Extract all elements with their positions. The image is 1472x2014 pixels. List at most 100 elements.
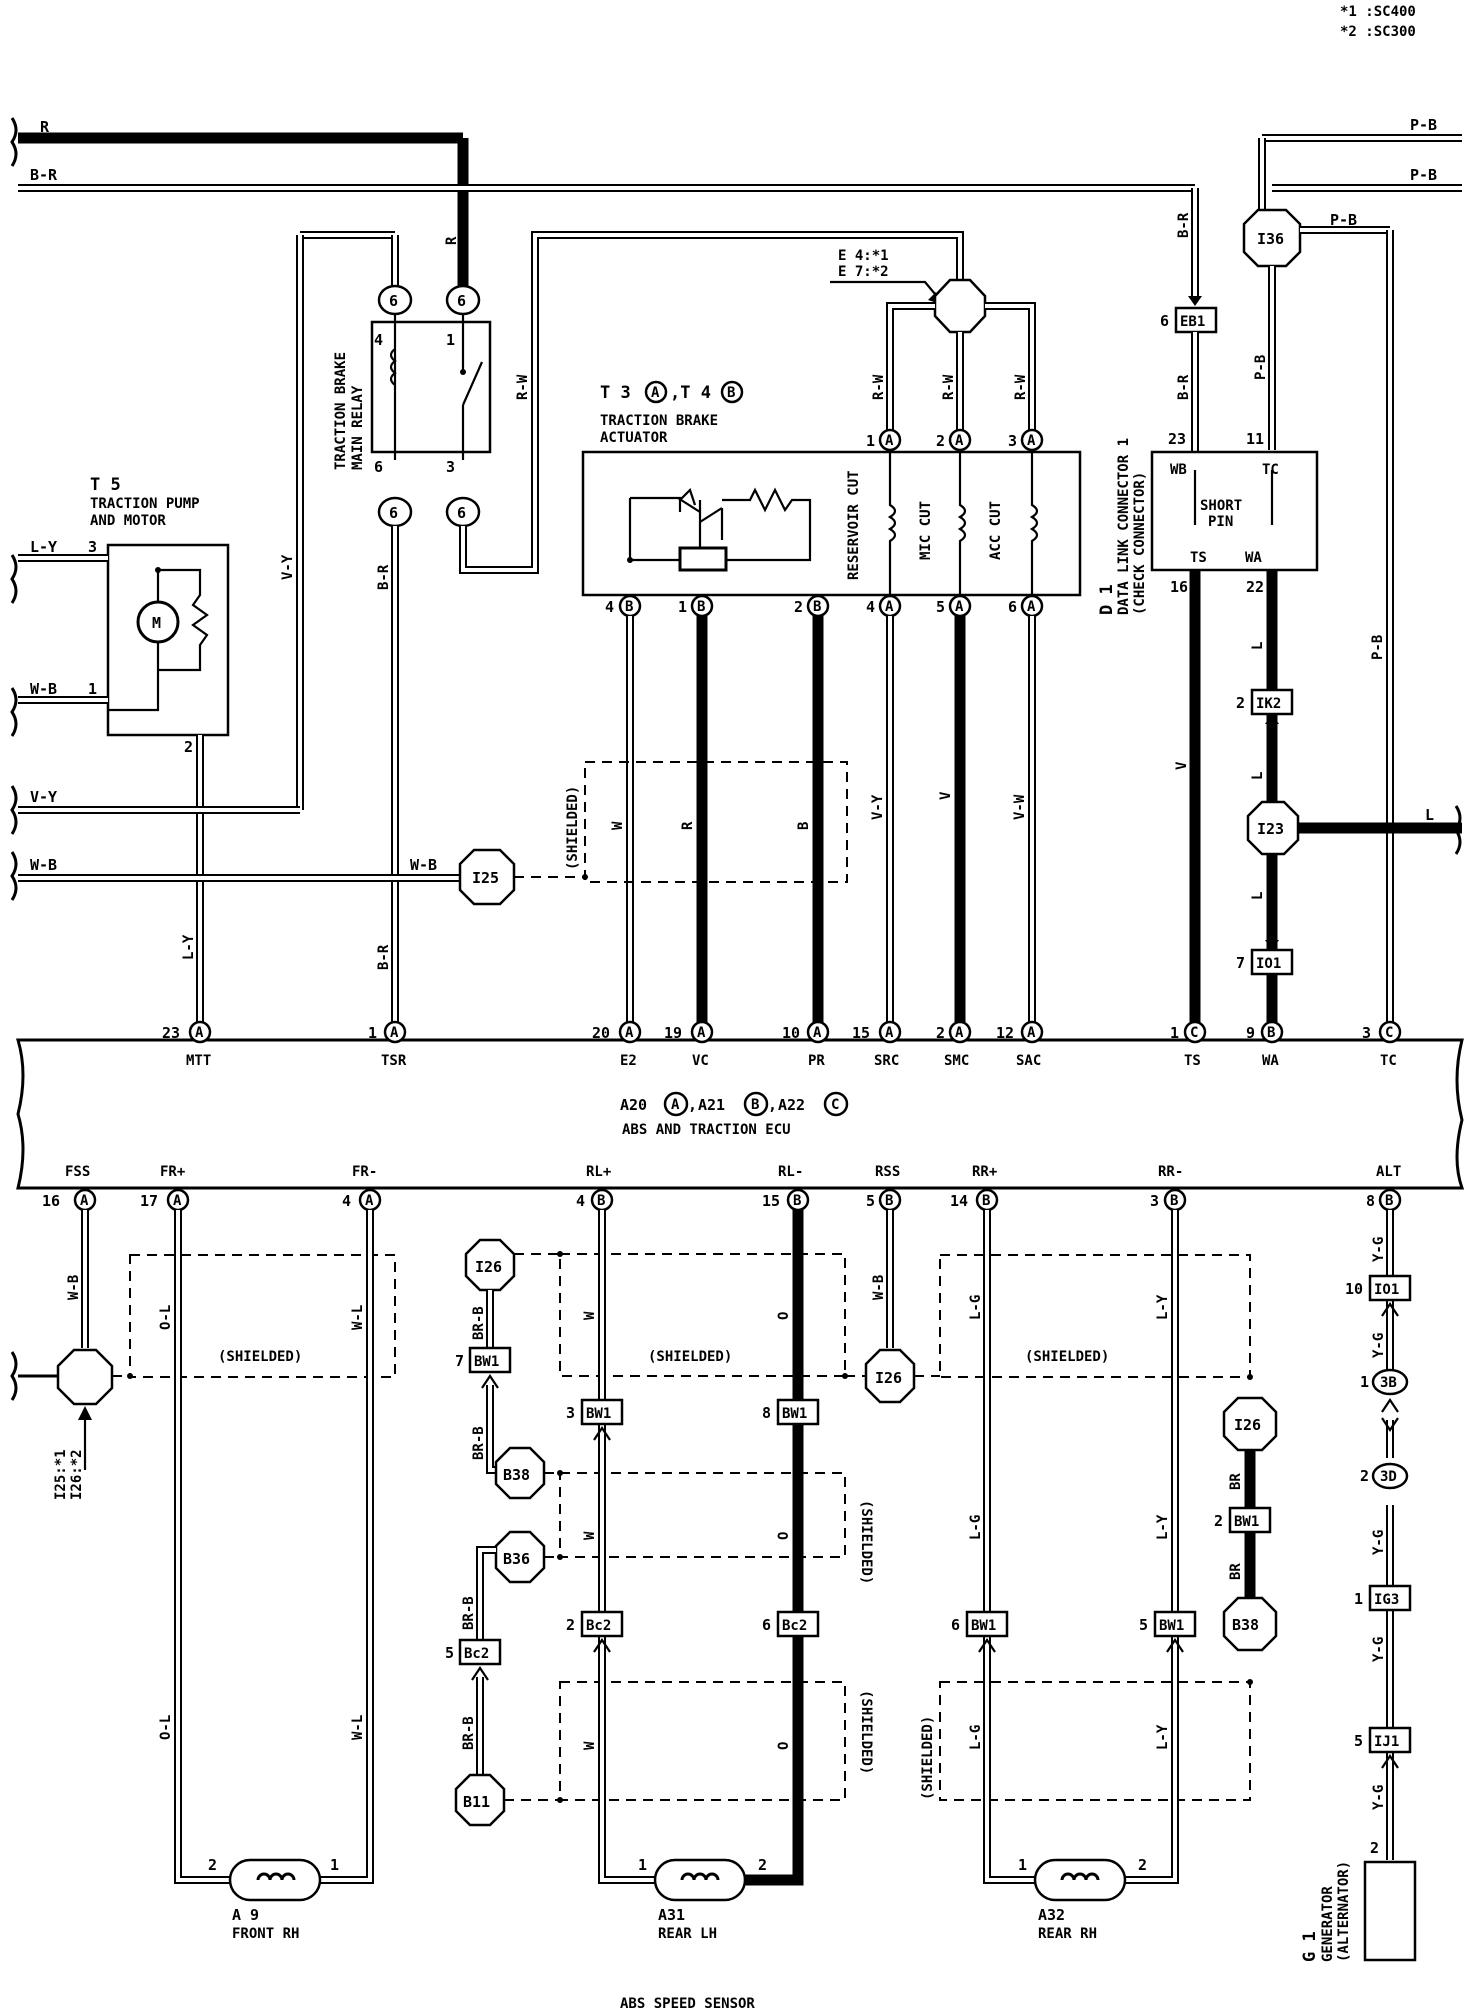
svg-text:ALT: ALT [1376, 1164, 1401, 1180]
svg-text:17: 17 [140, 1192, 158, 1210]
a9-pin-2: 2 [208, 1856, 217, 1874]
svg-text:PR: PR [808, 1053, 825, 1069]
svg-text:A: A [651, 385, 660, 401]
svg-text:B: B [697, 599, 705, 615]
junction-b11: B11 [454, 1773, 506, 1827]
actuator-id-sep: ,T 4 [670, 383, 711, 403]
svg-text:1: 1 [678, 598, 687, 616]
connector-bw1-c: BW1 [776, 1398, 820, 1426]
a32-pin-2: 2 [1138, 1856, 1147, 1874]
svg-text:IO1: IO1 [1256, 956, 1281, 972]
svg-text:B: B [727, 385, 735, 401]
svg-text:A21: A21 [698, 1096, 725, 1114]
svg-text:A: A [1027, 1025, 1036, 1041]
bw1-b-pin: 3 [566, 1404, 575, 1422]
wire-label-rw-1: R-W [515, 374, 531, 400]
svg-text:A: A [1027, 599, 1036, 615]
shield-label-4: (SHIELDED) [858, 1500, 874, 1584]
svg-text:B: B [597, 1193, 605, 1209]
wire-label-r: R [40, 118, 50, 136]
svg-text:A: A [813, 1025, 822, 1041]
svg-text:B38: B38 [503, 1466, 530, 1484]
svg-text:1: 1 [1170, 1024, 1179, 1042]
svg-text:4: 4 [605, 598, 614, 616]
svg-text:A: A [671, 1097, 680, 1113]
a31-name: REAR LH [658, 1926, 717, 1942]
dlc-wa: WA [1245, 550, 1262, 566]
a9-name: FRONT RH [232, 1926, 299, 1942]
wire-lg-rrplus [983, 1210, 1035, 1884]
shield-label-6: (SHIELDED) [1025, 1349, 1109, 1365]
svg-text:WA: WA [1262, 1053, 1279, 1069]
speed-sensor-a32 [1033, 1858, 1127, 1902]
actuator-sol-reservoir: RESERVOIR CUT [846, 470, 862, 580]
pump-pin-1: 1 [88, 680, 97, 698]
shield-actuator [584, 761, 848, 883]
a31-id: A31 [658, 1906, 685, 1924]
svg-text:16: 16 [42, 1192, 60, 1210]
wire-pb-right [1268, 226, 1394, 1025]
svg-text:1: 1 [368, 1024, 377, 1042]
bw1-f-pin: 2 [1214, 1512, 1223, 1530]
wire-label-brb-4: BR-B [461, 1716, 477, 1750]
eb1-pin: 6 [1160, 312, 1169, 330]
wire-label-yg-1: Y-G [1371, 1237, 1387, 1262]
connector-bw1-f: BW1 [1228, 1506, 1272, 1534]
wire-label-ly-2: L-Y [181, 934, 197, 960]
wire-label-br-3: B-R [376, 564, 392, 590]
connector-bw1-d: BW1 [965, 1610, 1009, 1638]
svg-text:IO1: IO1 [1374, 1282, 1399, 1298]
data-link-connector-1 [1150, 450, 1319, 572]
footer-title: ABS SPEED SENSOR [620, 1996, 755, 2012]
legend-sc300: *2 :SC300 [1340, 24, 1416, 40]
pump-id: T 5 [90, 475, 121, 495]
wire-ol-fr [174, 1210, 232, 1884]
svg-text:A: A [365, 1193, 374, 1209]
svg-text:,: , [768, 1096, 777, 1114]
connector-3d: 3D [1371, 1462, 1409, 1490]
svg-text:6: 6 [389, 504, 398, 522]
bc2-a-pin: 5 [445, 1644, 454, 1662]
svg-text:6: 6 [457, 504, 466, 522]
svg-text:BW1: BW1 [1159, 1618, 1184, 1634]
wire-label-o-3: O [776, 1742, 792, 1750]
svg-text:B38: B38 [1232, 1616, 1259, 1634]
wire-label-yg-5: Y-G [1371, 1785, 1387, 1810]
svg-text:I36: I36 [1257, 230, 1284, 248]
svg-text:FR+: FR+ [160, 1164, 185, 1180]
wire-label-brr-1: BR [1228, 1473, 1244, 1490]
shield-label-7: (SHIELDED) [920, 1716, 936, 1800]
svg-text:C: C [1190, 1025, 1198, 1041]
wire-ly-rrminus [1125, 1210, 1179, 1884]
svg-text:FR-: FR- [352, 1164, 377, 1180]
wire-label-l-4: L [1250, 892, 1266, 900]
actuator-conn-b-badge: B [720, 380, 744, 404]
wire-o-rlminus [745, 1210, 804, 1886]
svg-text:6: 6 [389, 292, 398, 310]
svg-text:B: B [885, 1193, 893, 1209]
svg-text:BW1: BW1 [971, 1618, 996, 1634]
svg-text:3: 3 [1150, 1192, 1159, 1210]
actuator-sol-acc: ACC CUT [988, 501, 1004, 560]
g1-label-1: GENERATOR [1320, 1886, 1336, 1962]
shield-rear-lh-2 [559, 1472, 846, 1558]
svg-text:3: 3 [1362, 1024, 1371, 1042]
wire-vy-top [296, 231, 399, 810]
wire-label-wl-2: W-L [350, 1715, 366, 1740]
wire-label-r-3: R [680, 821, 696, 830]
connector-bw1-e: BW1 [1153, 1610, 1197, 1638]
wire-rw-relay [459, 231, 964, 574]
wire-label-lg-3: L-G [968, 1725, 984, 1750]
dlc-pin-11: 11 [1246, 430, 1264, 448]
svg-text:19: 19 [664, 1024, 682, 1042]
